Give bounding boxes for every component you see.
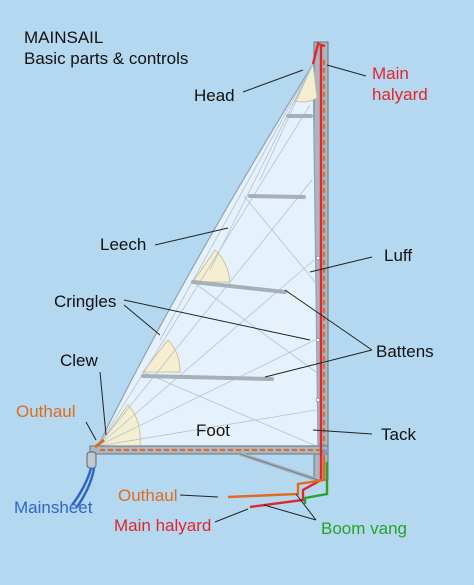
outhaul-lower [227,455,326,499]
leader-lines [85,64,373,523]
label-cringles: Cringles [54,292,117,311]
label-luff: Luff [384,246,413,265]
label-main-halyard-top-1: Main [372,64,409,83]
label-boom-vang: Boom vang [321,519,407,538]
label-outhaul-left: Outhaul [16,402,76,421]
label-main-halyard-top-2: halyard [372,85,428,104]
boom-vang-line [303,462,329,504]
sail-seams [97,63,317,447]
label-foot: Foot [196,421,231,440]
boom-vang-outline [239,453,319,481]
label-outhaul-bottom: Outhaul [118,486,178,505]
diagram-title: MAINSAIL [24,28,104,47]
label-main-halyard-bottom: Main halyard [114,516,212,535]
main-halyard-top [311,42,326,65]
head-patch [294,62,318,103]
sail [97,61,319,447]
battens [141,114,313,381]
mainsheet-block [71,451,97,508]
gooseneck [321,449,327,455]
label-mainsheet: Mainsheet [14,498,93,517]
label-battens: Battens [376,342,434,361]
label-leech: Leech [100,235,147,254]
outhaul-clew [94,438,105,449]
reef-patch-1 [142,339,181,373]
label-clew: Clew [60,351,98,370]
label-head: Head [194,86,235,105]
diagram-subtitle: Basic parts & controls [24,49,189,68]
label-tack: Tack [381,425,416,444]
